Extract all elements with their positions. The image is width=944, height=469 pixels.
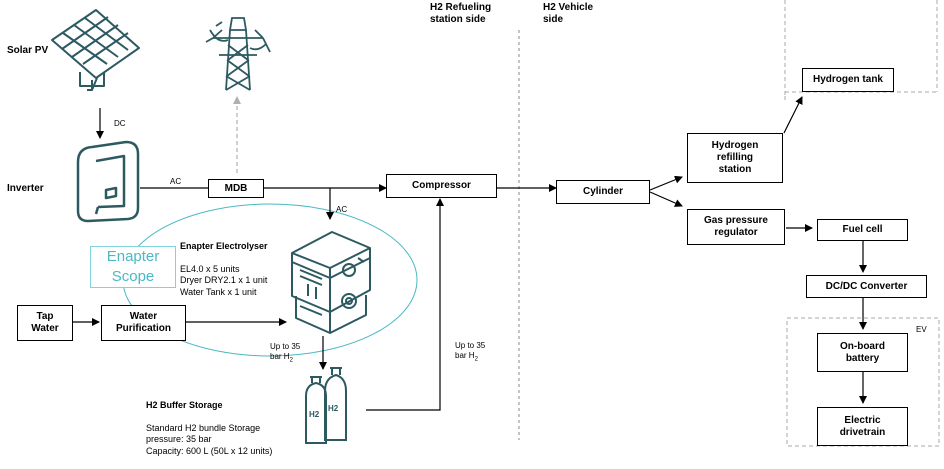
buffer-storage-details: Standard H2 bundle Storage pressure: 35 …: [146, 422, 273, 456]
buffer-storage-title: H2 Buffer Storage: [146, 399, 223, 410]
ac-electrolyser-label: AC: [336, 205, 348, 214]
station-side-header: H2 Refueling station side: [430, 2, 492, 25]
ev-region-label: EV: [916, 325, 927, 334]
vehicle-side-header: H2 Vehicle side: [543, 2, 594, 25]
dc-label: DC: [114, 119, 126, 128]
ac-inverter-label: AC: [170, 177, 182, 186]
power-pylon-icon: [205, 17, 271, 91]
electric-drivetrain-box: Electric drivetrain: [817, 407, 908, 446]
gas-cylinders-icon: [305, 367, 347, 444]
cylinder-regulator-connector: [649, 191, 683, 207]
dcdc-converter-box: DC/DC Converter: [806, 275, 927, 298]
diagram-canvas: H2 Refueling station side H2 Vehicle sid…: [7, 0, 940, 456]
cylinder-box: Cylinder: [556, 180, 650, 204]
buffer-storage-description: H2 Buffer Storage Standard H2 bundle Sto…: [146, 388, 272, 469]
inverter-label: Inverter: [7, 183, 44, 194]
enapter-scope-label: Enapter Scope: [90, 246, 176, 288]
inverter-icon: [76, 140, 140, 223]
buffer-compressor-connector: [366, 198, 444, 411]
electrolyser-details: EL4.0 x 5 units Dryer DRY2.1 x 1 unit Wa…: [180, 263, 268, 297]
cylinder-mark-right: H2: [328, 404, 339, 413]
cylinder-mark-left: H2: [309, 410, 320, 419]
electrolyser-icon: [291, 231, 371, 334]
refilling-station-box: Hydrogen refilling station: [687, 133, 783, 183]
hydrogen-tank-box: Hydrogen tank: [802, 68, 894, 92]
pressure-label-compressor: Up to 35 bar H2: [455, 341, 486, 363]
diagram-wires: [51, 0, 940, 447]
electrolyser-description: Enapter Electrolyser EL4.0 x 5 units Dry…: [180, 229, 268, 310]
solar-pv-label: Solar PV: [7, 45, 49, 56]
cylinder-refilling-connector: [649, 175, 683, 191]
solar-panel-icon: [51, 9, 140, 91]
gas-pressure-regulator-box: Gas pressure regulator: [687, 209, 785, 245]
water-purification-box: Water Purification: [101, 305, 186, 341]
compressor-box: Compressor: [386, 174, 497, 198]
onboard-battery-box: On-board battery: [817, 333, 908, 372]
electrolyser-title: Enapter Electrolyser: [180, 240, 268, 251]
pressure-label-electrolyser: Up to 35 bar H2: [270, 342, 301, 364]
tap-water-box: Tap Water: [17, 305, 73, 341]
mdb-box: MDB: [208, 179, 264, 198]
refilling-tank-connector: [783, 96, 803, 134]
fuel-cell-box: Fuel cell: [817, 219, 908, 241]
